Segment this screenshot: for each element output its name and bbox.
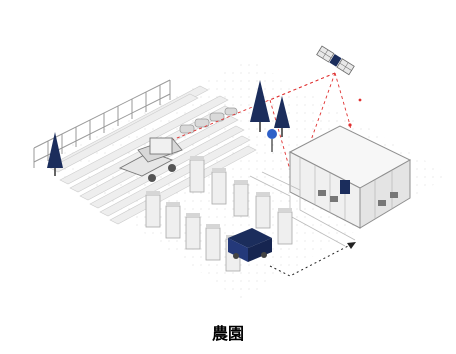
tree-icon bbox=[274, 96, 290, 137]
harvester-icon bbox=[118, 137, 183, 182]
caption-title: 農園 bbox=[211, 324, 244, 343]
hay-bales bbox=[179, 107, 238, 134]
road bbox=[249, 171, 356, 247]
tree-icon bbox=[47, 132, 63, 176]
sensor-columns bbox=[145, 159, 293, 272]
sensor-post-icon bbox=[267, 129, 277, 152]
satellite-icon bbox=[316, 45, 355, 76]
signal-lines bbox=[159, 72, 361, 196]
utility-vehicle-icon bbox=[228, 228, 272, 262]
route-arrow bbox=[269, 242, 356, 277]
tree-icon bbox=[250, 80, 270, 132]
farm-illustration bbox=[33, 45, 450, 300]
greenhouse-icon bbox=[288, 125, 412, 229]
